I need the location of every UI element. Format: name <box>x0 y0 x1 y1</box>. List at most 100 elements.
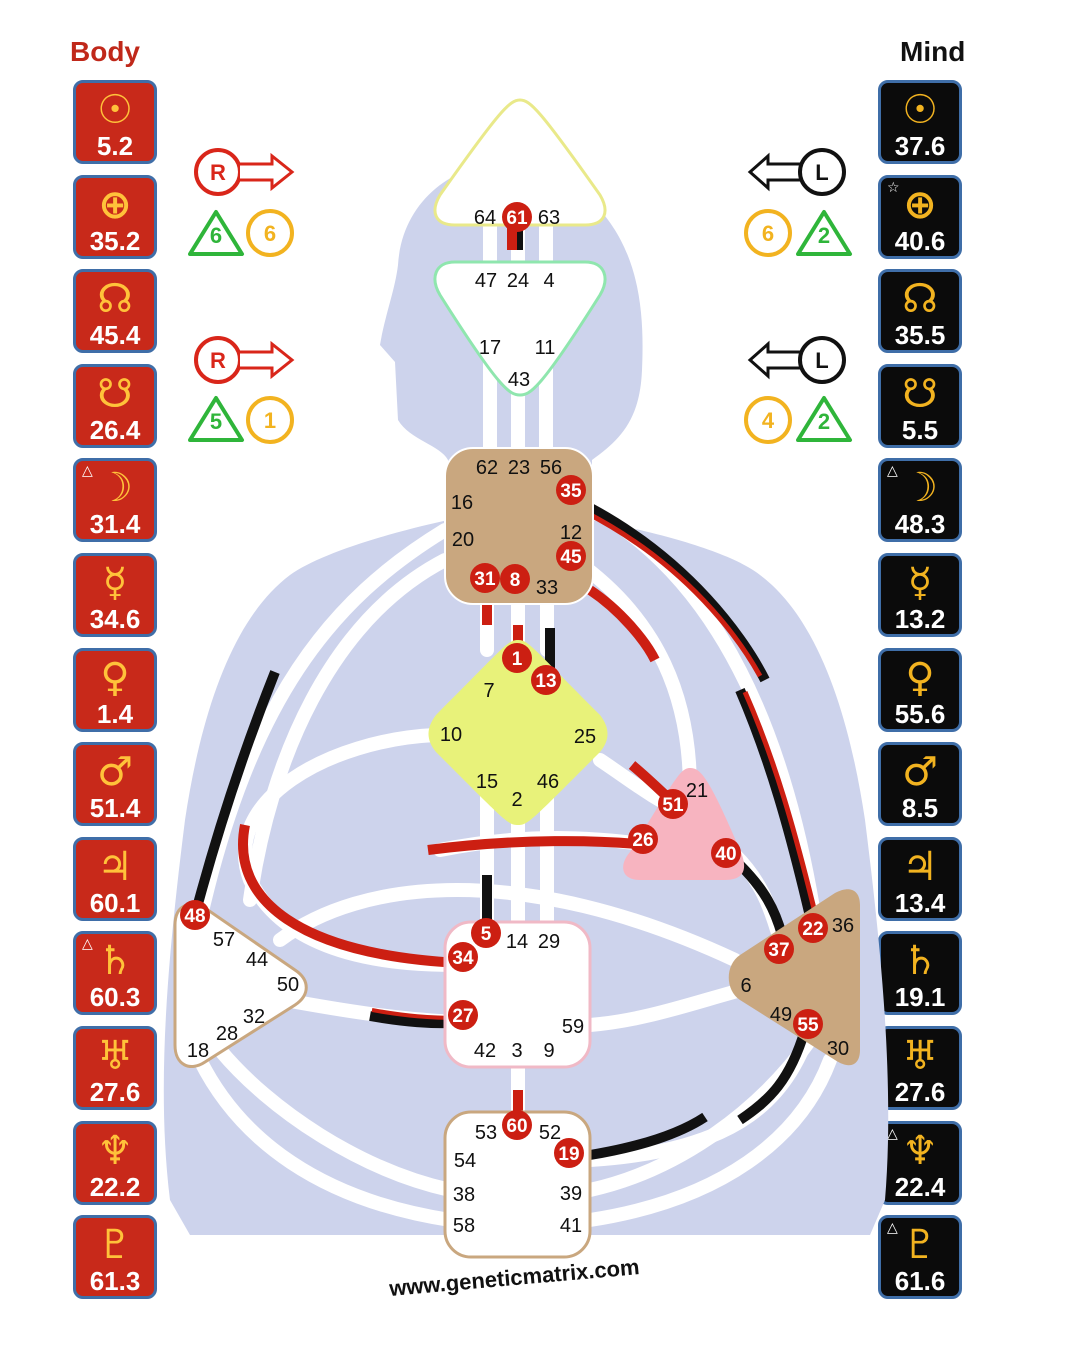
gate-activation-dot <box>448 942 478 972</box>
planet-glyph-icon: ☉ <box>902 87 938 133</box>
planet-glyph-icon: ♃ <box>97 843 133 890</box>
planet-glyph-icon: ♇ <box>97 1222 133 1269</box>
gate-activation-dot <box>448 1000 478 1030</box>
planet-mark-icon: △ <box>887 1125 898 1142</box>
gate-activation-dot <box>628 824 658 854</box>
gate-number: 8 <box>510 570 521 591</box>
planet-glyph-icon: ♅ <box>902 1032 938 1079</box>
gate-number: 25 <box>574 726 596 748</box>
gate-number: 17 <box>479 337 501 359</box>
planet-value: 61.6 <box>894 1266 946 1297</box>
gate-number: 33 <box>536 577 558 599</box>
gate-number: 57 <box>213 929 235 951</box>
gate-number: 58 <box>453 1215 475 1237</box>
arrow-circle-icon <box>798 148 846 196</box>
gate-activation-dot <box>500 564 530 594</box>
gate-number: 6 <box>740 975 751 997</box>
gate-activation-dot <box>470 563 500 593</box>
gate-activation-dot <box>711 838 741 868</box>
variables-right-top: L 6 2 <box>744 148 852 257</box>
gate-number: 7 <box>483 680 494 702</box>
planet-glyph-icon: ♇ <box>902 1222 938 1269</box>
planet-value: 34.6 <box>89 603 141 634</box>
mind-planet-column: ☉37.6☆⊕40.6☊35.5☋5.5△☽48.3☿13.2♀55.6♂8.5… <box>878 80 966 1310</box>
variables-left-top: R 6 6 <box>188 148 295 257</box>
planet-glyph-icon: ♆ <box>97 1127 133 1174</box>
planet-tile: △☽31.4 <box>73 458 157 543</box>
gate-activation-dot <box>531 665 561 695</box>
variable-arrow-label: R <box>210 348 226 373</box>
planet-value: 45.4 <box>89 320 141 351</box>
triangle-icon <box>796 210 852 256</box>
gate-number: 20 <box>452 529 474 551</box>
arrow-right-icon <box>240 340 295 380</box>
gate-number: 14 <box>506 931 528 953</box>
planet-tile: ☊45.4 <box>73 269 157 354</box>
gate-number: 39 <box>560 1183 582 1205</box>
planet-glyph-icon: ♀ <box>905 654 935 701</box>
planet-value: 35.2 <box>89 225 141 256</box>
arrow-left-icon <box>747 152 800 192</box>
planet-glyph-icon: ☽ <box>97 465 133 512</box>
variable-arrow-label: L <box>815 160 828 185</box>
planet-glyph-icon: ♂ <box>97 749 133 796</box>
planet-tile: △☽48.3 <box>878 458 962 543</box>
body-planet-column: ☉5.2⊕35.2☊45.4☋26.4△☽31.4☿34.6♀1.4♂51.4♃… <box>73 80 161 1310</box>
planet-mark-icon: △ <box>887 1220 898 1237</box>
gate-number: 24 <box>507 270 529 292</box>
gate-number: 32 <box>243 1006 265 1028</box>
planet-glyph-icon: ♂ <box>902 749 938 796</box>
circle-icon <box>744 209 792 257</box>
planet-tile: ♂8.5 <box>878 742 962 827</box>
ajna-center <box>433 260 607 397</box>
planet-value: 26.4 <box>89 414 141 445</box>
gate-activation-dot <box>658 789 688 819</box>
variable-circle-value: 6 <box>264 221 276 246</box>
gate-number: 43 <box>508 369 530 391</box>
planet-glyph-icon: ♄ <box>902 938 938 985</box>
planet-mark-icon: ☆ <box>887 179 900 196</box>
planet-glyph-icon: ☊ <box>902 276 938 323</box>
gate-number: 59 <box>562 1016 584 1038</box>
gate-number: 40 <box>715 844 736 865</box>
planet-value: 61.3 <box>89 1266 141 1297</box>
gate-number: 15 <box>476 771 498 793</box>
planet-value: 27.6 <box>894 1076 946 1107</box>
gate-number: 29 <box>538 931 560 953</box>
variable-triangle-value: 5 <box>210 409 222 434</box>
planet-tile: ♇61.3 <box>73 1215 157 1300</box>
planet-tile: △♄60.3 <box>73 931 157 1016</box>
gate-number: 62 <box>476 457 498 479</box>
gate-number: 34 <box>452 948 474 969</box>
planet-tile: ♂51.4 <box>73 742 157 827</box>
planet-value: 35.5 <box>894 320 946 351</box>
gate-number: 2 <box>511 789 522 811</box>
gate-number: 54 <box>454 1150 476 1172</box>
variables-right-bottom: L 4 2 <box>744 336 852 444</box>
gate-number: 56 <box>540 457 562 479</box>
planet-value: 1.4 <box>96 698 134 729</box>
gate-number: 18 <box>187 1040 209 1062</box>
planet-tile: ☉37.6 <box>878 80 962 164</box>
gate-number: 5 <box>481 924 492 945</box>
arrow-circle-icon <box>798 336 846 384</box>
planet-tile: ☊35.5 <box>878 269 962 354</box>
gate-number: 11 <box>535 337 556 359</box>
circle-icon <box>744 396 792 444</box>
planet-value: 5.2 <box>96 131 134 161</box>
planet-value: 13.4 <box>894 887 946 918</box>
planet-glyph-icon: ⊕ <box>98 181 132 228</box>
gate-number: 52 <box>539 1122 561 1144</box>
gate-activation-dot <box>798 913 828 943</box>
planet-value: 27.6 <box>89 1076 141 1107</box>
planet-tile: ☿13.2 <box>878 552 962 637</box>
gate-number: 50 <box>277 974 299 996</box>
planet-glyph-icon: ♄ <box>97 938 133 985</box>
gate-number: 36 <box>832 915 854 937</box>
planet-mark-icon: △ <box>887 463 898 480</box>
gate-number: 13 <box>535 671 556 692</box>
planet-glyph-icon: ♀ <box>100 654 130 701</box>
gate-number: 30 <box>827 1038 849 1060</box>
gate-activation-dot <box>471 918 501 948</box>
variable-arrow-label: R <box>210 160 226 185</box>
